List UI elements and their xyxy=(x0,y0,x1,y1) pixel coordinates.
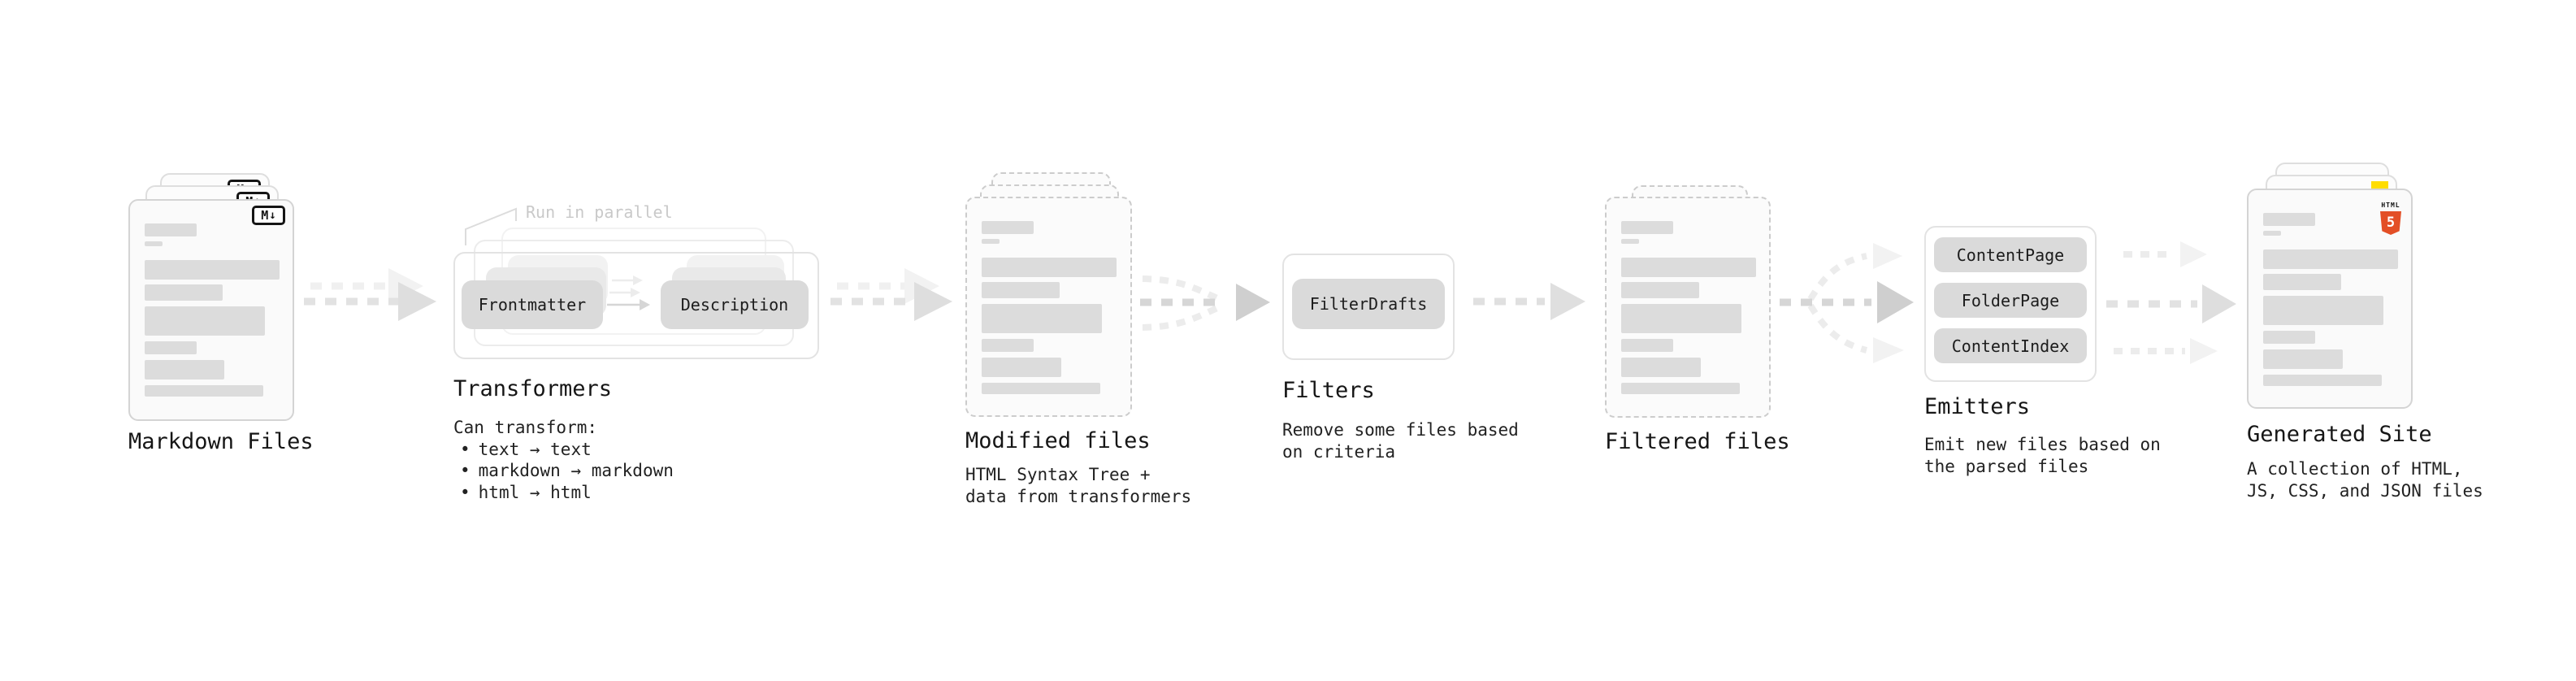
bullet-text: markdown → markdown xyxy=(478,461,674,480)
stage-description-modified-files: HTML Syntax Tree + data from transformer… xyxy=(965,464,1191,507)
html5-icon-shield: 5 xyxy=(2380,211,2401,235)
transformers-bullet: • text → text xyxy=(453,439,674,461)
file-card-front xyxy=(1605,197,1771,418)
file-content-placeholder xyxy=(982,221,1117,394)
transformer-frontmatter: Frontmatter xyxy=(462,280,603,329)
desc-line: the parsed files xyxy=(1924,456,2089,476)
transformers-bullet: • html → html xyxy=(453,482,674,504)
desc-line: HTML Syntax Tree + xyxy=(965,465,1151,484)
markdown-icon: M↓ xyxy=(252,206,285,225)
file-content-placeholder xyxy=(2263,213,2398,386)
stage-label-modified-files: Modified files xyxy=(965,428,1151,453)
arrow-modified-to-filters-converge xyxy=(1140,275,1270,331)
desc-line: A collection of HTML, xyxy=(2247,459,2463,479)
desc-line: Remove some files based xyxy=(1282,420,1519,440)
arrow-filtered-to-emitters-diverge xyxy=(1780,243,1914,363)
bullet-marker: • xyxy=(460,439,471,459)
transformer-container xyxy=(453,252,819,359)
desc-line: Emit new files based on xyxy=(1924,435,2161,454)
markdown-icon-letter: M xyxy=(261,207,269,223)
arrow-markdown-to-transformers xyxy=(304,268,436,321)
emitter-folderpage: FolderPage xyxy=(1934,283,2087,318)
bullet-marker: • xyxy=(460,461,471,480)
arrow-filters-to-filtered xyxy=(1473,283,1585,320)
file-content-placeholder xyxy=(1621,221,1756,394)
stage-description-emitters: Emit new files based on the parsed files xyxy=(1924,434,2161,477)
stage-label-filters: Filters xyxy=(1282,378,1375,403)
desc-line: on criteria xyxy=(1282,441,1396,462)
markdown-icon-arrow: ↓ xyxy=(269,209,276,222)
file-card-front xyxy=(965,197,1132,417)
run-in-parallel-note: Run in parallel xyxy=(526,202,673,222)
bullet-marker: • xyxy=(460,482,471,502)
js-icon xyxy=(2371,181,2388,190)
desc-line: JS, CSS, and JSON files xyxy=(2247,480,2483,501)
arrow-emitters-to-generated xyxy=(2106,241,2236,364)
stage-label-filtered-files: Filtered files xyxy=(1605,429,1790,454)
stage-description-generated-site: A collection of HTML, JS, CSS, and JSON … xyxy=(2247,458,2483,501)
stage-description-transformers: Can transform: • text → text • markdown → … xyxy=(453,417,674,503)
transformers-bullet: • markdown → markdown xyxy=(453,460,674,482)
file-card-front: M↓ xyxy=(128,199,294,421)
file-content-placeholder xyxy=(145,223,280,397)
html5-icon-word: HTML xyxy=(2381,202,2400,209)
arrow-transformers-to-modified xyxy=(830,268,952,321)
stage-description-filters: Remove some files based on criteria xyxy=(1282,419,1519,462)
bullet-text: text → text xyxy=(478,439,592,459)
emitter-contentpage: ContentPage xyxy=(1934,237,2087,272)
transformers-desc-heading: Can transform: xyxy=(453,418,598,437)
bullet-text: html → html xyxy=(478,482,592,502)
stage-label-transformers: Transformers xyxy=(453,376,613,401)
stage-label-emitters: Emitters xyxy=(1924,394,2031,419)
stage-label-generated-site: Generated Site xyxy=(2247,422,2432,447)
desc-line: data from transformers xyxy=(965,486,1192,506)
stage-label-markdown-files: Markdown Files xyxy=(128,429,314,454)
html5-icon: HTML 5 xyxy=(2380,195,2401,235)
file-card-front: HTML 5 xyxy=(2247,189,2413,409)
filter-filterdrafts: FilterDrafts xyxy=(1292,279,1445,329)
emitter-contentindex: ContentIndex xyxy=(1934,328,2087,363)
transformer-description: Description xyxy=(661,280,809,329)
